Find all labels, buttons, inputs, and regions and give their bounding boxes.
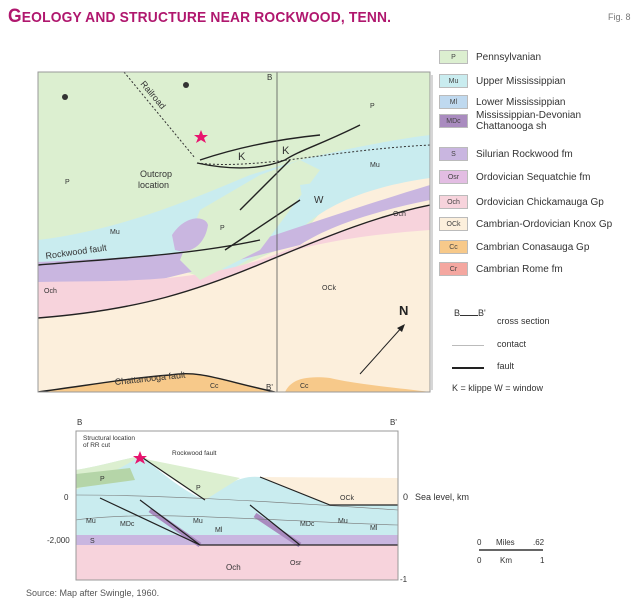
cross-section-label: cross section bbox=[497, 316, 550, 326]
svg-text:Sea level, km: Sea level, km bbox=[415, 492, 469, 502]
svg-text:-2,000: -2,000 bbox=[47, 536, 70, 545]
svg-text:Och: Och bbox=[44, 288, 57, 295]
legend-item: P Pennsylvanian bbox=[439, 50, 626, 64]
legend-swatch: Cr bbox=[439, 262, 468, 276]
svg-text:K: K bbox=[282, 145, 290, 157]
svg-text:Cc: Cc bbox=[300, 383, 309, 390]
svg-text:B: B bbox=[77, 418, 82, 427]
legend-item: MDc Mississippian-Devonian Chattanooga sh bbox=[439, 110, 626, 132]
legend-item: Cr Cambrian Rome fm bbox=[439, 262, 626, 276]
legend-label: Lower Mississippian bbox=[476, 96, 566, 108]
legend-item: Och Ordovician Chickamauga Gp bbox=[439, 195, 626, 209]
outcrop-star-icon bbox=[194, 130, 208, 143]
legend-label: Mississippian-Devonian Chattanooga sh bbox=[476, 110, 582, 132]
legend-label: Silurian Rockwood fm bbox=[476, 148, 573, 160]
legend-swatch: Ml bbox=[439, 95, 468, 109]
svg-text:K: K bbox=[238, 151, 246, 163]
figure-label: Fig. 8 bbox=[608, 12, 631, 22]
svg-text:Km: Km bbox=[500, 556, 512, 565]
svg-text:Och: Och bbox=[393, 211, 406, 218]
legend-swatch: S bbox=[439, 147, 468, 161]
svg-text:P: P bbox=[100, 476, 105, 483]
legend-label: Upper Mississippian bbox=[476, 75, 566, 87]
legend-swatch: Mu bbox=[439, 74, 468, 88]
svg-text:Ml: Ml bbox=[370, 525, 378, 532]
svg-text:P: P bbox=[370, 103, 375, 110]
outcrop-star-icon bbox=[133, 451, 147, 464]
svg-text:B': B' bbox=[390, 418, 397, 427]
svg-text:Mu: Mu bbox=[86, 518, 96, 525]
legend-item: Ml Lower Mississippian bbox=[439, 95, 626, 109]
legend-swatch: MDc bbox=[439, 114, 468, 128]
north-arrow-icon bbox=[359, 325, 404, 375]
legend-item: S Silurian Rockwood fm bbox=[439, 147, 626, 161]
svg-text:Mu: Mu bbox=[338, 518, 348, 525]
unit-mu-window bbox=[300, 180, 335, 215]
svg-text:Mu: Mu bbox=[370, 162, 380, 169]
legend-label: Ordovician Sequatchie fm bbox=[476, 171, 591, 183]
svg-text:OCk: OCk bbox=[340, 495, 355, 502]
legend-item: Cc Cambrian Conasauga Gp bbox=[439, 240, 626, 254]
legend-swatch: Cc bbox=[439, 240, 468, 254]
svg-text:N: N bbox=[399, 303, 408, 318]
legend-label: Ordovician Chickamauga Gp bbox=[476, 196, 604, 208]
svg-text:P: P bbox=[196, 485, 201, 492]
svg-text:S: S bbox=[90, 538, 95, 545]
svg-text:MDc: MDc bbox=[300, 521, 315, 528]
legend-label: Pennsylvanian bbox=[476, 51, 542, 63]
railroad bbox=[123, 72, 430, 165]
svg-text:Structural location: Structural location bbox=[83, 435, 135, 442]
legend-swatch: P bbox=[439, 50, 468, 64]
svg-text:Och: Och bbox=[226, 563, 241, 572]
legend-swatch: OCk bbox=[439, 217, 468, 231]
legend-swatch: Osr bbox=[439, 170, 468, 184]
svg-text:1: 1 bbox=[540, 556, 545, 565]
svg-text:P: P bbox=[65, 179, 70, 186]
unit-silurian-klippe bbox=[172, 218, 208, 252]
svg-text:W: W bbox=[314, 195, 324, 206]
legend-label: Cambrian-Ordovician Knox Gp bbox=[476, 218, 613, 230]
contact-label: contact bbox=[497, 339, 527, 349]
svg-text:Cc: Cc bbox=[210, 383, 219, 390]
svg-text:Miles: Miles bbox=[496, 538, 515, 547]
svg-text:0: 0 bbox=[477, 538, 482, 547]
svg-text:P: P bbox=[220, 225, 225, 232]
svg-text:0: 0 bbox=[403, 492, 408, 502]
svg-text:Osr: Osr bbox=[290, 560, 302, 567]
unit-chickamauga bbox=[38, 205, 430, 318]
svg-text:0: 0 bbox=[64, 493, 69, 502]
svg-text:B: B bbox=[267, 73, 272, 82]
scale-bar: 0 Miles .62 0 Km 1 bbox=[477, 538, 545, 565]
svg-text:of RR cut: of RR cut bbox=[83, 442, 110, 449]
svg-text:MDc: MDc bbox=[120, 521, 135, 528]
legend-item: Osr Ordovician Sequatchie fm bbox=[439, 170, 626, 184]
legend-label: Cambrian Rome fm bbox=[476, 263, 563, 275]
klippe-window-label: K = klippe W = window bbox=[452, 383, 544, 393]
svg-text:Mu: Mu bbox=[110, 229, 120, 236]
fault-label: fault bbox=[497, 361, 515, 371]
figure-title: GEOLOGY AND STRUCTURE NEAR ROCKWOOD, TEN… bbox=[8, 6, 392, 27]
svg-text:Ml: Ml bbox=[215, 527, 223, 534]
svg-text:B': B' bbox=[266, 383, 273, 392]
legend-item: Mu Upper Mississippian bbox=[439, 74, 626, 88]
source-note: Source: Map after Swingle, 1960. bbox=[26, 588, 160, 598]
svg-text:.62: .62 bbox=[533, 538, 545, 547]
svg-text:-1: -1 bbox=[400, 575, 408, 584]
svg-text:Mu: Mu bbox=[193, 518, 203, 525]
svg-text:Outcrop: Outcrop bbox=[140, 169, 172, 179]
svg-text:Rockwood fault: Rockwood fault bbox=[172, 450, 217, 457]
unit-silurian bbox=[38, 185, 430, 282]
legend-item: OCk Cambrian-Ordovician Knox Gp bbox=[439, 217, 626, 231]
legend-label: Cambrian Conasauga Gp bbox=[476, 241, 590, 253]
svg-text:0: 0 bbox=[477, 556, 482, 565]
legend-swatch: Och bbox=[439, 195, 468, 209]
svg-text:location: location bbox=[138, 180, 169, 190]
svg-text:OCk: OCk bbox=[322, 285, 337, 292]
unit-pennsylvanian-klippe bbox=[180, 160, 320, 280]
